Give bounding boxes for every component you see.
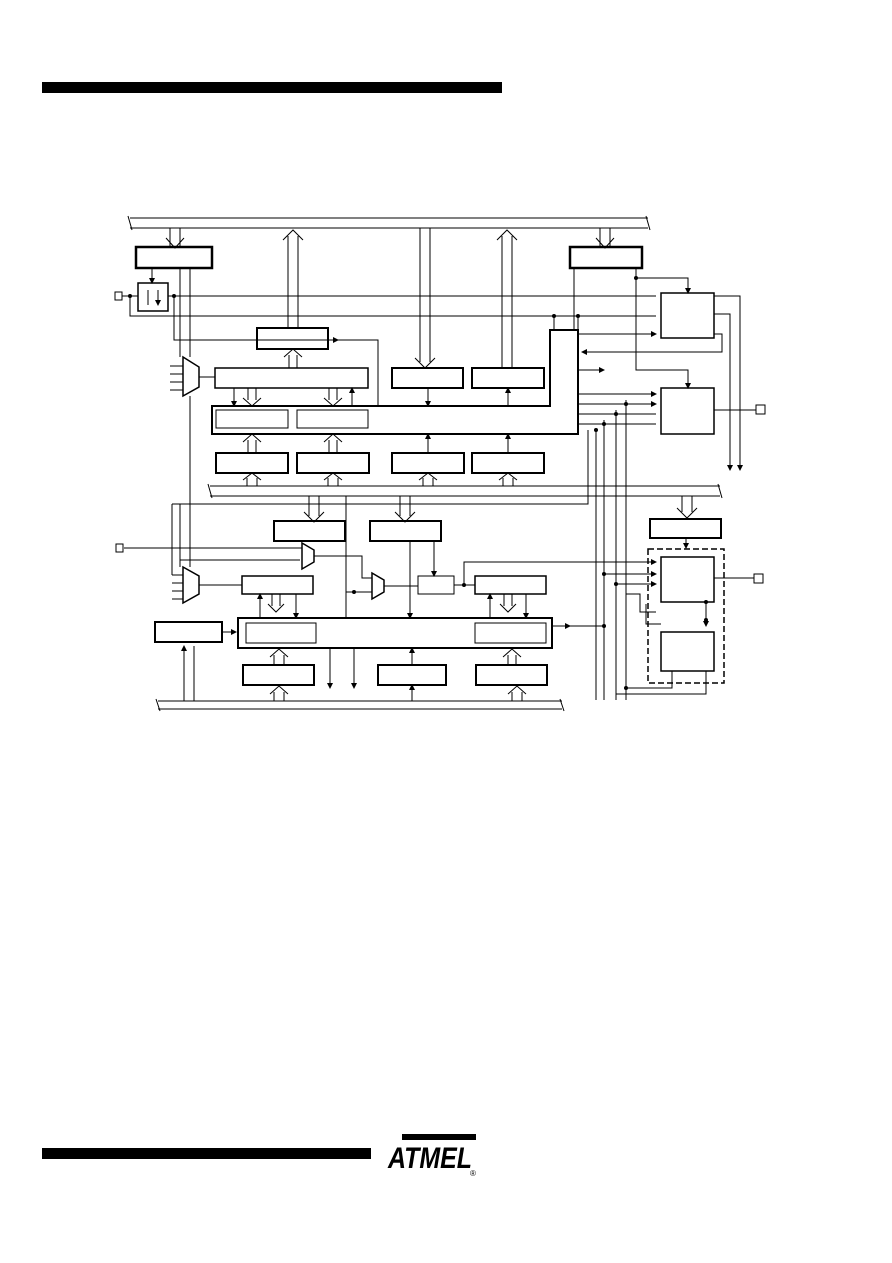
clock-mux-upper [182, 355, 200, 398]
sub-reg-3 [245, 622, 317, 644]
sync-block [137, 282, 169, 312]
block-ocr-2 [296, 452, 370, 474]
bus-link-up-1 [282, 229, 304, 328]
header-rule [42, 82, 502, 93]
clock-mux-lower-2 [371, 571, 385, 601]
block-control-right [568, 245, 644, 270]
logo-registered: ® [470, 1169, 476, 1178]
top-data-bus [127, 215, 651, 231]
block-ocr-6 [377, 664, 447, 686]
clock-mux-lower-1 [301, 541, 315, 571]
block-timer-control-3 [474, 575, 547, 595]
block-control-lower-2 [369, 520, 442, 542]
clock-mux-lower-3 [182, 565, 200, 605]
middle-data-bus [207, 483, 723, 499]
sub-reg-1 [215, 409, 289, 429]
block-asynch-status [154, 621, 223, 643]
block-ocr-7 [475, 664, 548, 686]
block-control-lower-3 [649, 518, 722, 539]
timer-core-upper [211, 329, 579, 435]
input-pin-1 [114, 291, 123, 301]
block-reg-b [471, 367, 545, 389]
logo-text: ATMEL [387, 1142, 472, 1175]
block-ocr-4 [471, 452, 545, 474]
bus-link-up-2 [496, 229, 518, 368]
timer-core-lower [237, 617, 553, 649]
input-pin-2 [115, 543, 124, 553]
async-domain [647, 548, 725, 684]
block-ocr-1 [215, 452, 289, 474]
output-pin-1 [755, 404, 766, 415]
block-sync [417, 575, 455, 595]
block-reg-a [391, 367, 464, 389]
block-waveform-gen-1 [660, 292, 715, 339]
block-control-lower-1 [273, 520, 346, 542]
block-counter-top [256, 327, 329, 350]
block-waveform-gen-3 [660, 556, 715, 603]
bus-link-down [414, 228, 436, 369]
sub-reg-4 [474, 622, 547, 644]
block-ocr-3 [391, 452, 465, 474]
block-ocr-5 [242, 664, 315, 686]
bus-tap-right [595, 228, 615, 249]
sub-reg-2 [296, 409, 369, 429]
block-timer-control [214, 367, 369, 389]
block-timer-control-2 [241, 575, 314, 595]
block-waveform-gen-2 [660, 387, 715, 435]
block-prescaler [660, 631, 715, 672]
atmel-logo: ATMEL ® [387, 1134, 476, 1178]
footer-rule [42, 1148, 371, 1159]
output-pin-2 [753, 573, 764, 584]
bottom-data-bus [155, 698, 565, 712]
bus-tap-left [165, 228, 185, 249]
block-control-left [134, 245, 214, 270]
